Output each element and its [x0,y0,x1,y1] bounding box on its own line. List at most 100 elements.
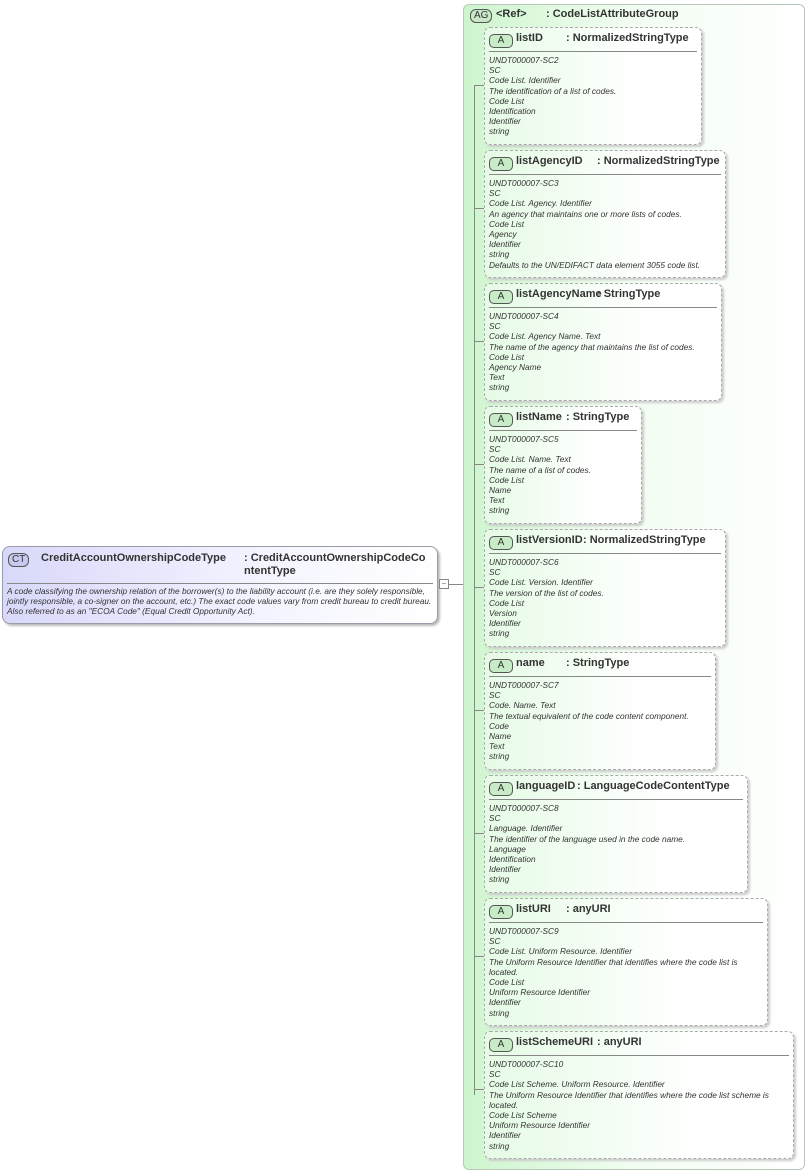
divider [489,799,743,800]
divider [489,174,721,175]
attribute-doc-line: Code List [489,597,525,608]
attribute-doc-line: UNDT000007-SC5 [489,434,559,444]
attribute-type: : StringType [597,288,661,300]
attribute-doc-line: string [489,1007,510,1018]
attribute-doc-line: Code List. Agency. Identifier [489,198,592,209]
attribute-doc-line: Text [489,495,505,506]
attribute-doc-line: Defaults to the UN/EDIFACT data element … [489,259,701,270]
attribute-doc-line: Code List Scheme [489,1110,557,1121]
attribute-doc-line: Code List [489,218,525,229]
connector-line [474,85,484,86]
attribute-doc-line: Identifier [489,1130,521,1141]
attribute-doc-line: The identification of a list of codes. [489,85,617,96]
divider [489,676,711,677]
complex-type-box[interactable]: CT CreditAccountOwnershipCodeType : Cred… [2,546,438,624]
attribute-badge-icon: A [489,782,513,796]
attribute-doc-line: The version of the list of codes. [489,587,604,598]
attribute-doc-line: SC [489,813,501,824]
attribute-doc-line: SC [489,1069,501,1080]
attribute-doc-line: Language. Identifier [489,823,563,834]
attribute-doc-line: UNDT000007-SC3 [489,178,559,188]
attribute-doc-line: string [489,1140,510,1151]
attribute-type: : StringType [566,411,630,423]
connector-line [474,1089,484,1090]
attribute-badge-icon: A [489,1038,513,1052]
divider [489,1055,789,1056]
attribute-doc-line: string [489,382,510,393]
attribute-name: languageID [516,780,576,792]
attribute-doc-line: string [489,249,510,260]
attribute-doc-line: UNDT000007-SC9 [489,926,559,936]
collapse-toggle-icon[interactable]: − [439,579,449,589]
attribute-doc-line: SC [489,444,501,455]
attribute-doc-line: Agency Name [489,362,542,373]
attribute-doc-line: An agency that maintains one or more lis… [489,208,682,219]
attribute-name: listVersionID [516,534,583,546]
connector-line [474,833,484,834]
attribute-group-ref: <Ref> [496,8,527,20]
attribute-badge-icon: A [489,659,513,673]
attribute-doc-line: UNDT000007-SC7 [489,680,559,690]
attribute-doc-line: Code [489,720,509,731]
attribute-group-badge-icon: AG [470,9,493,23]
attribute-doc-line: UNDT000007-SC8 [489,803,559,813]
attribute-badge-icon: A [489,536,513,550]
attribute-doc-line: Code List. Uniform Resource. Identifier [489,946,632,957]
attribute-doc-line: Identifier [489,618,521,629]
connector-line [474,208,484,209]
attribute-doc-line: The name of the agency that maintains th… [489,341,695,352]
attribute-doc-line: string [489,126,510,137]
divider [489,307,717,308]
tree-line [474,85,475,1095]
divider [489,51,697,52]
attribute-doc-line: Name [489,485,512,496]
attribute-doc-line: The Uniform Resource Identifier that ide… [489,956,738,977]
complex-type-type: : CreditAccountOwnershipCodeContentType [244,552,426,577]
attribute-type: : NormalizedStringType [566,32,689,44]
attribute-badge-icon: A [489,413,513,427]
attribute-type: : StringType [566,657,630,669]
connector-line [474,587,484,588]
complex-type-name: CreditAccountOwnershipCodeType [41,552,226,564]
attribute-type: : NormalizedStringType [583,534,706,546]
attribute-doc-line: string [489,505,510,516]
attribute-badge-icon: A [489,157,513,171]
attribute-doc-line: Code List [489,977,525,988]
attribute-doc-line: The identifier of the language used in t… [489,833,686,844]
connector-line [474,710,484,711]
attribute-name: name [516,657,545,669]
attribute-doc-line: Code List. Identifier [489,75,561,86]
attribute-doc-line: Code. Name. Text [489,700,556,711]
attribute-doc-line: Name [489,731,512,742]
attribute-doc-line: UNDT000007-SC6 [489,557,559,567]
attribute-type: : anyURI [597,1036,642,1048]
divider [7,583,433,584]
connector-line [474,341,484,342]
attribute-doc-line: UNDT000007-SC10 [489,1059,564,1069]
attribute-doc-line: The name of a list of codes. [489,464,591,475]
attribute-group-type: : CodeListAttributeGroup [546,8,679,20]
attribute-doc-line: string [489,874,510,885]
attribute-doc-line: SC [489,65,501,76]
attribute-name: listAgencyName [516,288,602,300]
attribute-doc-line: SC [489,188,501,199]
attribute-doc-line: UNDT000007-SC4 [489,311,559,321]
attribute-doc-line: The textual equivalent of the code conte… [489,710,689,721]
